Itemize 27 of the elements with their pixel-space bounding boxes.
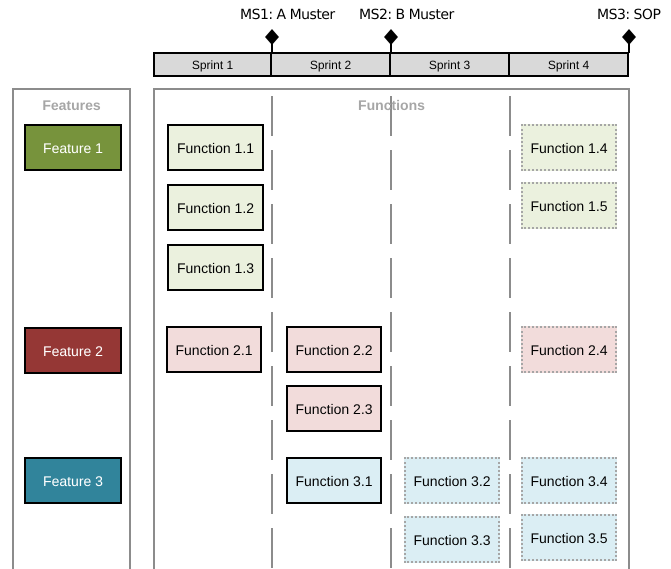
milestone-label: MS1: A Muster (240, 7, 346, 27)
sprint-cell: Sprint 1 (153, 52, 272, 77)
function-box: Function 1.1 (167, 124, 264, 171)
feature-box: Feature 2 (24, 327, 122, 374)
planned-function-box: Function 3.5 (521, 514, 617, 561)
planned-function-box: Function 1.4 (521, 124, 617, 171)
sprint-cell: Sprint 3 (391, 52, 510, 77)
feature-box: Feature 3 (24, 457, 122, 504)
function-box: Function 2.3 (286, 385, 382, 432)
planned-function-box: Function 3.2 (404, 457, 500, 504)
planned-function-box: Function 1.5 (521, 182, 617, 229)
planned-function-box: Function 3.3 (404, 516, 500, 563)
milestone-label: MS3: SOP (597, 7, 667, 27)
function-box: Function 2.1 (166, 326, 262, 373)
sprint-cell: Sprint 2 (272, 52, 391, 77)
sprint-cell: Sprint 4 (510, 52, 629, 77)
function-box: Function 1.3 (167, 244, 264, 291)
feature-box: Feature 1 (24, 124, 122, 171)
column-panel (12, 88, 131, 569)
milestone-label: MS2: B Muster (359, 7, 469, 27)
function-box: Function 2.2 (286, 326, 382, 373)
planned-function-box: Function 2.4 (521, 326, 617, 373)
function-box: Function 1.2 (167, 184, 264, 231)
column-panel (153, 88, 630, 569)
planned-function-box: Function 3.4 (521, 457, 617, 504)
function-box: Function 3.1 (286, 457, 382, 504)
panel-title: Features (41, 97, 102, 113)
